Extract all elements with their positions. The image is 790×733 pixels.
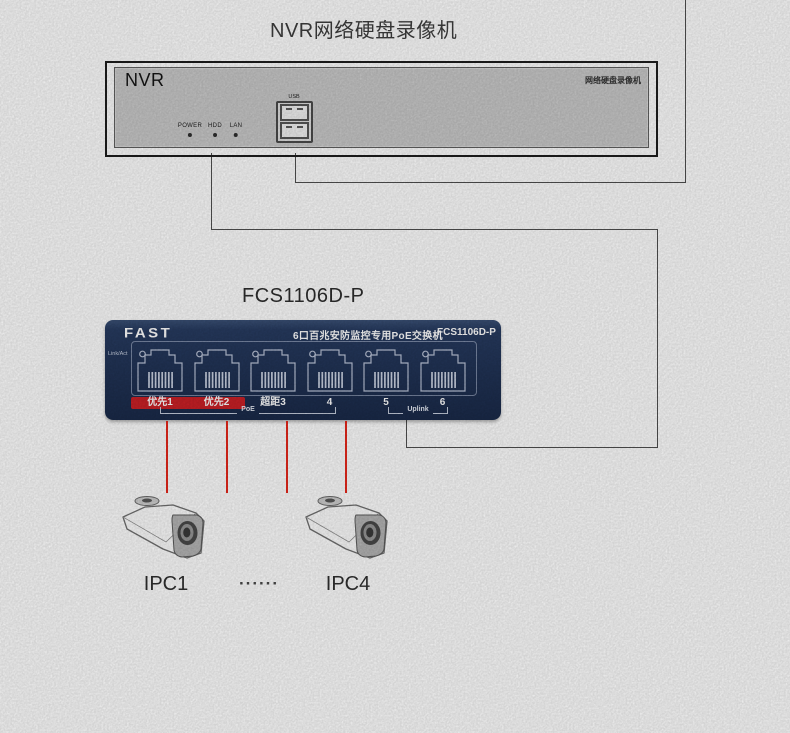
bracket-line — [388, 407, 404, 414]
connector-nvr-to-switch-h2 — [406, 447, 658, 448]
led-indicator-hdd: HDD — [208, 123, 222, 137]
bullet-camera-icon — [305, 496, 388, 559]
nvr-model-label: 网络硬盘录像机 — [585, 76, 641, 85]
connector-nvr-to-switch-v2 — [657, 229, 658, 448]
poe-group-bracket: PoE — [160, 406, 336, 414]
led-dot-hdd — [213, 133, 217, 137]
poe-cable-4 — [345, 421, 347, 493]
poe-cable-1 — [166, 421, 168, 493]
rj45-port-icon — [250, 349, 296, 392]
rj45-port-icon — [363, 349, 409, 392]
poe-group-label: PoE — [241, 406, 255, 413]
led-label-power: POWER — [177, 123, 203, 129]
uplink-group-label: Uplink — [407, 406, 429, 413]
connector-nvr-to-top-v2 — [685, 0, 686, 183]
rj45-port-icon — [137, 349, 183, 392]
usb-port-top — [279, 104, 309, 121]
led-dot-power — [187, 133, 192, 137]
poe-switch-device: FAST 6口百兆安防监控专用PoE交换机 FCS1106D-P Link/Ac… — [105, 320, 501, 420]
poe-cable-2 — [226, 421, 228, 493]
rj45-port-icon — [419, 349, 466, 392]
bracket-line — [160, 407, 238, 414]
switch-heading: FCS1106D-P — [242, 285, 365, 307]
link-act-label: Link/Act — [108, 351, 128, 357]
camera-label-ipc1: IPC1 — [143, 573, 189, 595]
nvr-device-frame: NVR 网络硬盘录像机 POWER HDD LAN USB — [105, 61, 658, 157]
usb-ports-block — [275, 101, 313, 143]
uplink-group-bracket: Uplink — [388, 406, 449, 414]
bracket-line — [258, 407, 336, 414]
bullet-camera-icon — [122, 496, 205, 559]
switch-model-label: FCS1106D-P — [437, 327, 496, 338]
rj45-port-icon — [193, 349, 240, 392]
camera-label-ipc4: IPC4 — [325, 573, 371, 595]
fast-logo: FAST — [124, 325, 173, 342]
connector-switch-uplink-v — [406, 420, 407, 448]
bracket-line — [432, 407, 449, 414]
usb-ports-icon: USB — [274, 94, 314, 143]
diagram-title: NVR网络硬盘录像机 — [270, 20, 458, 42]
connector-nvr-to-switch-h1 — [211, 229, 658, 230]
usb-label: USB — [288, 94, 300, 100]
usb-port-bottom — [279, 122, 309, 139]
nvr-label: NVR — [125, 70, 165, 90]
led-label-lan: LAN — [229, 123, 243, 129]
connector-nvr-to-top-h — [295, 182, 686, 183]
cameras-ellipsis: ······ — [239, 574, 279, 593]
rj45-port-icon — [306, 349, 353, 392]
connector-nvr-to-switch-v1 — [211, 153, 212, 230]
connector-nvr-to-top-v1 — [295, 153, 296, 183]
nvr-front-panel: NVR 网络硬盘录像机 POWER HDD LAN USB — [114, 67, 649, 148]
led-indicator-power: POWER — [178, 123, 202, 137]
usb-pins — [285, 108, 303, 110]
led-dot-lan — [233, 133, 238, 137]
led-label-hdd: HDD — [208, 123, 222, 129]
led-indicator-lan: LAN — [230, 123, 243, 137]
switch-product-title: 6口百兆安防监控专用PoE交换机 — [293, 331, 443, 342]
usb-pins — [285, 126, 303, 128]
poe-cable-3 — [285, 421, 288, 493]
